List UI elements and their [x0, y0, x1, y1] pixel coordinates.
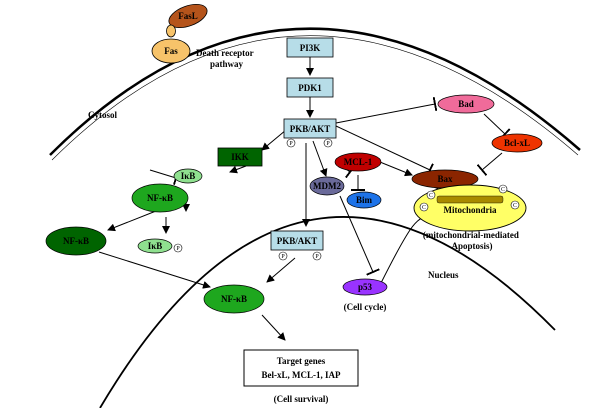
ikk-label: IKK [231, 152, 249, 162]
p53-node: p53 [342, 278, 388, 296]
svg-text:C: C [429, 193, 433, 199]
target-genes-title: Target genes [277, 356, 326, 366]
fas-node: Fas [151, 24, 191, 64]
ikb-mid-label: IκB [148, 241, 163, 251]
nfkb-left-label: NF-κB [63, 236, 89, 246]
cell-membrane-inner [51, 35, 579, 161]
pkb-akt-nuclear-node: PKB/AKT P P [270, 230, 324, 261]
bim-node: Bim [346, 191, 382, 209]
nfkb-nucleus-label: NF-κB [221, 294, 247, 304]
svg-text:C: C [513, 203, 517, 209]
bad-node: Bad [437, 94, 495, 114]
mitochondria-label: Mitochondria [444, 205, 497, 215]
ikk-node: IKK [217, 147, 263, 167]
target-genes-box: Target genes Bel-xL, MCL-1, IAP [243, 349, 359, 387]
phospho-3: P [176, 246, 180, 252]
mdm2-node: MDM2 [309, 176, 345, 196]
pi3k-node: PI3K [286, 37, 334, 58]
svg-text:C: C [501, 187, 505, 193]
mcl1-label: MCL-1 [344, 157, 373, 167]
pdk1-node: PDK1 [286, 77, 334, 98]
fasl-node: FasL [168, 3, 208, 29]
death-receptor-label: Death receptor pathway [196, 48, 256, 69]
mdm2-label: MDM2 [313, 181, 341, 191]
cell-membrane [49, 27, 581, 156]
bim-label: Bim [356, 195, 373, 205]
nfkb-top-node: NF-κB [131, 183, 189, 213]
p53-label: p53 [358, 282, 373, 292]
pkb-akt-node: PKB/AKT P P [283, 118, 337, 148]
connectors [98, 57, 511, 341]
mito-apoptosis-label: (mitochondrial-mediated Apoptosis) [423, 230, 521, 251]
mitochondria-node: Mitochondria C C C C [413, 184, 527, 232]
nfkb-top-label: NF-κB [147, 193, 173, 203]
target-genes-list: Bel-xL, MCL-1, IAP [262, 370, 341, 380]
bad-label: Bad [458, 99, 474, 109]
svg-text:C: C [422, 205, 426, 211]
cell-survival-label: (Cell survival) [274, 394, 329, 404]
nucleus-label: Nucleus [428, 270, 459, 280]
cell-cycle-label: (Cell cycle) [344, 302, 387, 312]
cytochrome-c-icons: C C C C [419, 184, 520, 212]
fasl-label: FasL [178, 11, 198, 21]
fas-label: Fas [164, 46, 178, 56]
nfkb-left-node: NF-κB [45, 226, 107, 256]
ikb-top-node: IκB [173, 168, 203, 184]
ikb-mid-node: IκB P [137, 238, 183, 254]
phospho-4: P [281, 254, 285, 260]
bclxl-label: Bcl-xL [504, 138, 530, 148]
pi3k-label: PI3K [300, 43, 321, 53]
phospho-1: P [289, 141, 293, 147]
nuclear-membrane [99, 216, 556, 408]
pkb-akt-label: PKB/AKT [290, 124, 331, 134]
bax-label: Bax [437, 174, 453, 184]
mcl1-node: MCL-1 [334, 152, 382, 172]
nfkb-nucleus-node: NF-κB [203, 284, 265, 314]
phospho-5: P [315, 254, 319, 260]
bclxl-node: Bcl-xL [491, 133, 543, 153]
cytosol-label: Cytosol [88, 110, 117, 120]
ikb-top-label: IκB [181, 171, 196, 181]
pkb-akt-nuclear-label: PKB/AKT [277, 236, 318, 246]
pdk1-label: PDK1 [298, 83, 322, 93]
phospho-2: P [326, 141, 330, 147]
